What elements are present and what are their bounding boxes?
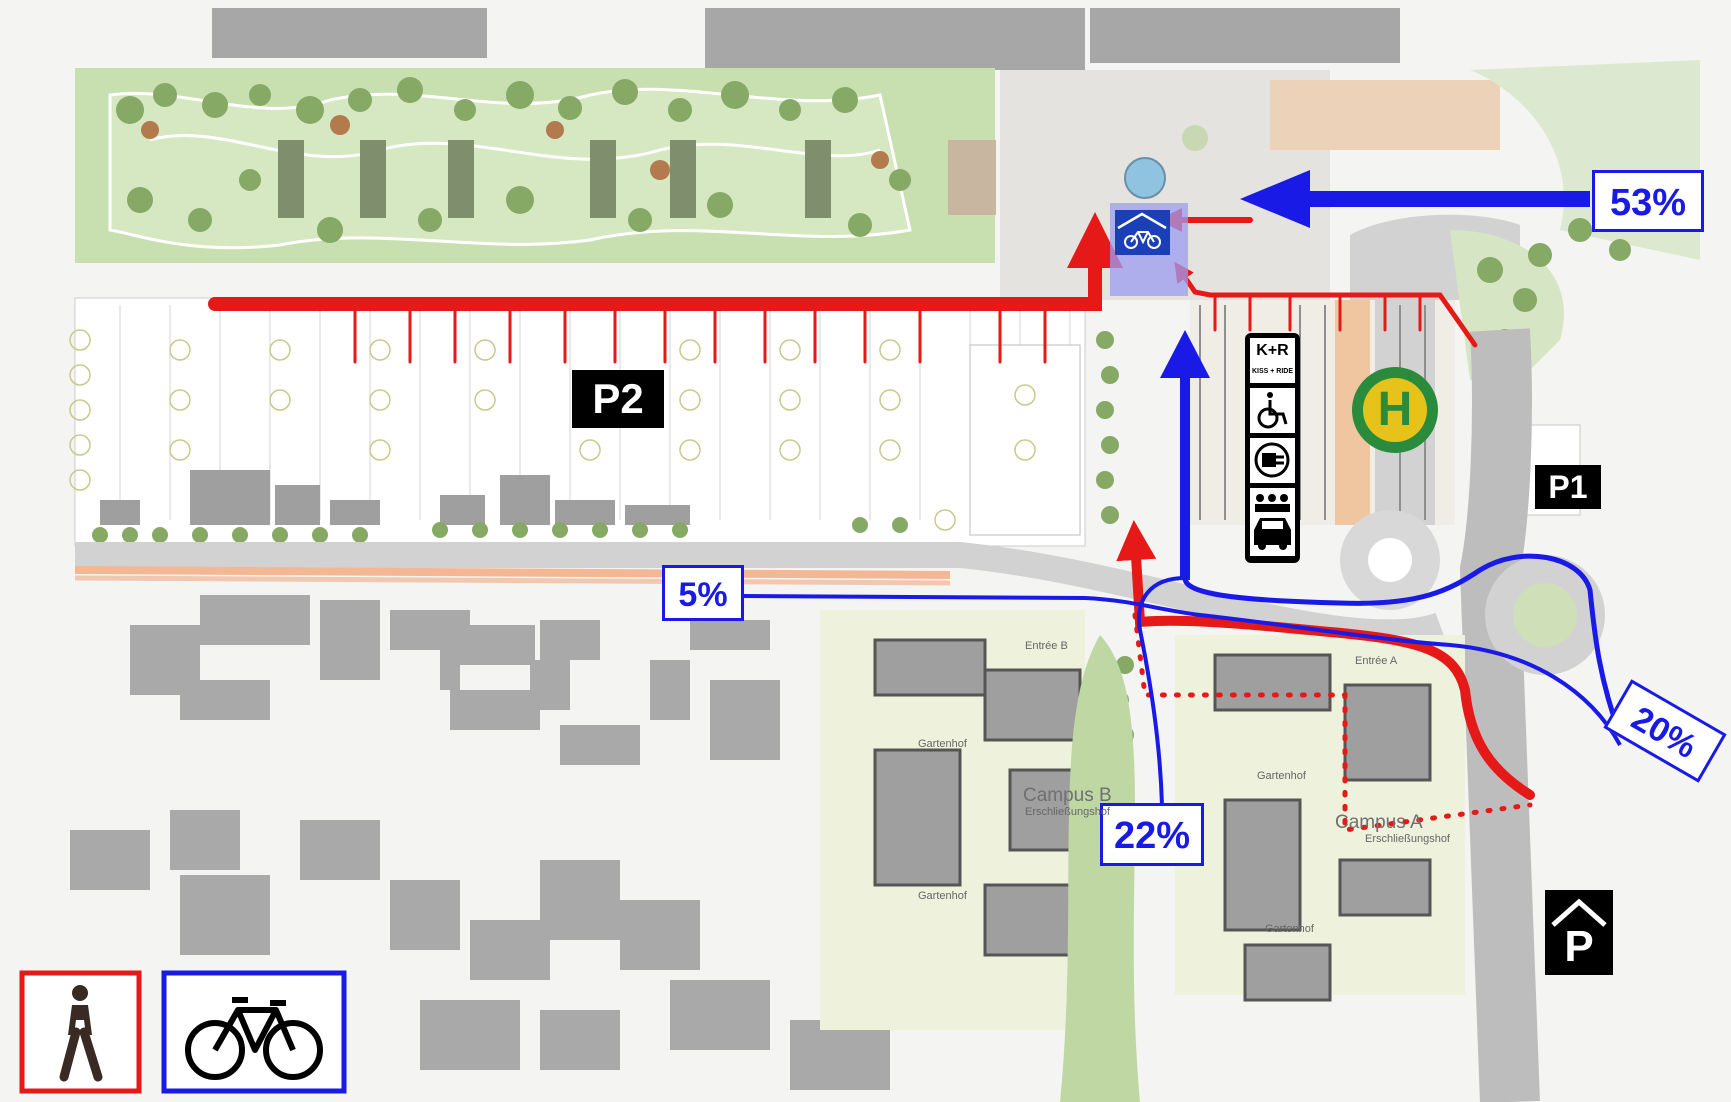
bus-stop-icon [1352, 367, 1438, 453]
pedestrian-routes [208, 208, 1535, 833]
carsharing-icon [1254, 494, 1291, 550]
parking-garage-icon [1545, 890, 1613, 975]
campus-a-label: Campus A [1335, 812, 1423, 833]
entree-a-label: Entrée A [1355, 655, 1398, 667]
erschliessungshof-label: Erschließungshof [1365, 833, 1450, 845]
campus-b-label: Campus B [1023, 785, 1112, 806]
wheelchair-icon [1257, 392, 1288, 429]
bus-stop-letter: H [1377, 383, 1413, 436]
share-north-east: 53% [1592, 170, 1704, 232]
ev-charging-icon [1254, 442, 1290, 478]
gartenhof-label: Gartenhof [1265, 923, 1314, 935]
bike-parking-icon [1110, 203, 1188, 296]
share-south: 22% [1100, 803, 1204, 866]
kiss-and-ride-sub: KISS + RIDE [1251, 368, 1294, 375]
bicycle-routes [739, 170, 1623, 806]
kiss-and-ride-label: K+R KISS + RIDE [1250, 338, 1295, 383]
share-west: 5% [662, 565, 744, 621]
kiss-and-ride-top: K+R [1256, 342, 1289, 359]
top-buildings [212, 8, 1400, 70]
bicycle-icon [185, 997, 323, 1080]
erschliessungshof-label: Erschließungshof [1025, 806, 1110, 818]
south-green [1060, 635, 1140, 1102]
residential-buildings [70, 595, 890, 1090]
p1-label: P1 [1535, 465, 1601, 509]
gartenhof-label: Gartenhof [918, 890, 967, 902]
gartenhof-label: Gartenhof [1257, 770, 1306, 782]
campus-b-area [820, 610, 1085, 1030]
main-road [74, 328, 1605, 1102]
park-autumn-trees [141, 115, 889, 180]
gartenhof-label: Gartenhof [918, 738, 967, 750]
parking-garage-letter: P [1564, 922, 1594, 971]
entree-b-label: Entrée B [1025, 640, 1068, 652]
p2-label: P2 [572, 370, 664, 428]
pedestrian-icon [59, 985, 103, 1082]
